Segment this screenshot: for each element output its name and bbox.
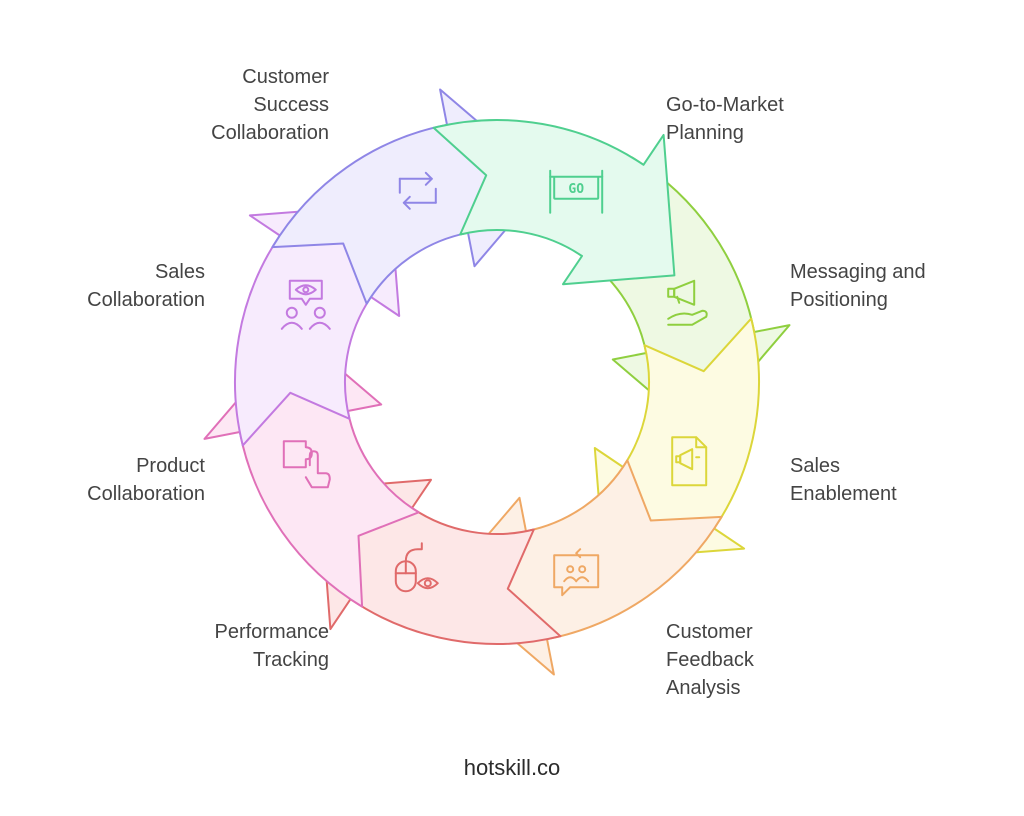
cycle-arrow-segment (432, 119, 676, 286)
footer-site-name: hotskill.co (463, 755, 561, 780)
mouse-eye-icon (394, 542, 439, 593)
label-customer-feedback-analysis: Customer Feedback Analysis (666, 621, 754, 699)
go-sign-icon: GO (549, 169, 604, 214)
refresh-chat-icon (398, 171, 437, 210)
megaphone-document-icon (671, 436, 708, 487)
label-sales-collaboration: Sales Collaboration (87, 261, 205, 311)
label-customer-success-collaboration: Customer Success Collaboration (211, 66, 329, 144)
feedback-chat-icon (553, 548, 600, 597)
puzzle-hand-icon (282, 440, 331, 489)
label-messaging-and-positioning: Messaging and Positioning (790, 261, 926, 311)
label-sales-enablement: Sales Enablement (790, 455, 897, 505)
hand-megaphone-icon (667, 279, 708, 326)
team-eye-icon (280, 279, 331, 330)
svg-text:GO: GO (568, 182, 584, 197)
label-go-to-market-planning: Go-to-Market Planning (666, 94, 784, 144)
label-product-collaboration: Product Collaboration (87, 455, 205, 505)
label-performance-tracking: Performance Tracking (214, 621, 330, 671)
